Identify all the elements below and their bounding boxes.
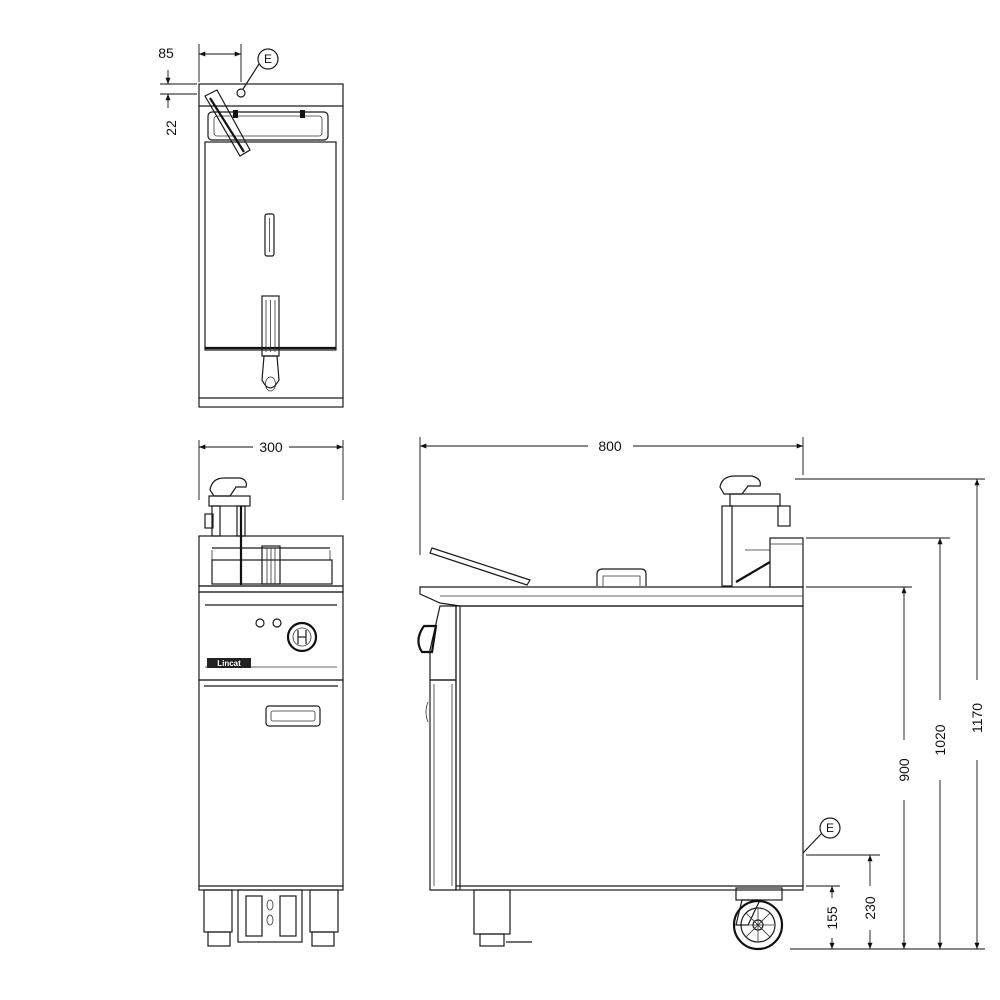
height-dimensions: 1170 1020 900 230 155 xyxy=(790,478,985,950)
dim-300-label: 300 xyxy=(259,439,283,455)
dim-85-label: 85 xyxy=(158,45,174,61)
front-view: 300 Lincat xyxy=(198,439,344,947)
top-callout-label: E xyxy=(264,52,272,66)
dim-900-label: 900 xyxy=(896,758,912,782)
brand-plate-text: Lincat xyxy=(217,659,241,668)
dim-1020-label: 1020 xyxy=(932,724,948,755)
side-callout-label: E xyxy=(826,821,834,835)
dim-155-label: 155 xyxy=(824,906,840,930)
dim-22-label: 22 xyxy=(163,120,179,136)
top-view: E 85 22 xyxy=(158,44,344,408)
dim-800-label: 800 xyxy=(598,438,622,454)
dim-1170-label: 1170 xyxy=(969,703,985,733)
dim-230-label: 230 xyxy=(862,896,878,920)
side-view: 800 xyxy=(417,437,841,951)
